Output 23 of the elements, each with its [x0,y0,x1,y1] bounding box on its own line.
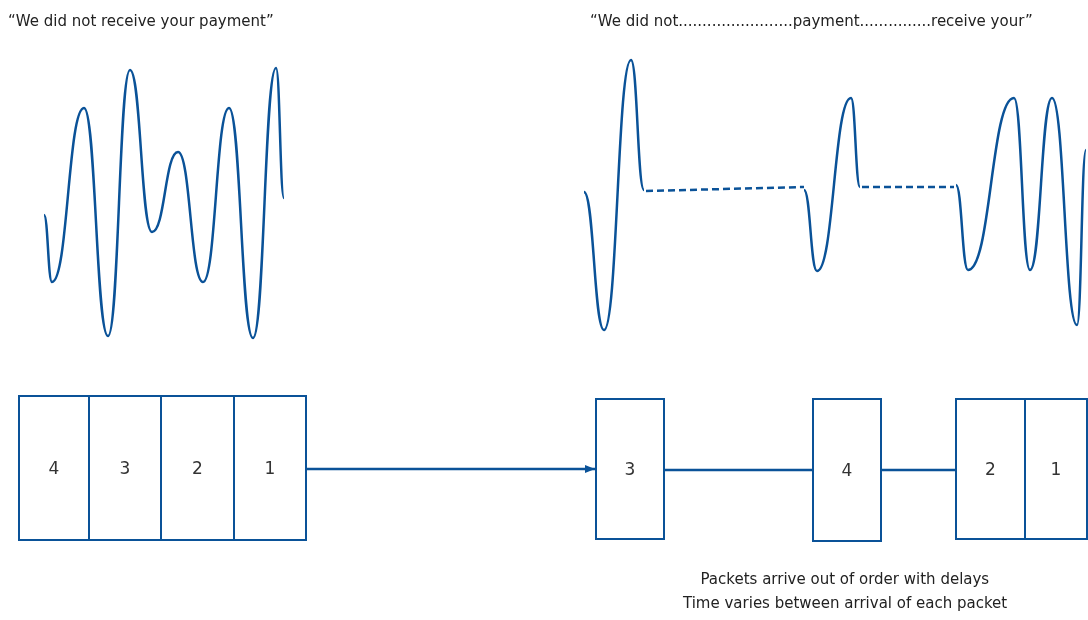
packet-number: 4 [48,458,60,478]
packet-number: 3 [119,458,131,478]
packet-number: 4 [841,460,853,480]
packet-box [955,398,1026,540]
packet-number: 1 [264,458,276,478]
packet-box [1024,398,1088,540]
packet-box [18,395,90,541]
caption-text: Packets arrive out of order with delays [700,570,990,588]
packet-number: 3 [624,459,636,479]
packet-box [595,398,665,540]
packet-number: 1 [1050,459,1062,479]
packet-number: 2 [192,458,203,478]
packet-box [812,398,882,542]
arrow [307,465,595,473]
connector-line [665,468,812,472]
caption-text: Time varies between arrival of each packet [683,594,1008,612]
packet-number: 2 [985,459,996,479]
packet-box [160,395,235,541]
packet-box [88,395,162,541]
quote-text: “We did not........................payment...............receive your” [590,12,1033,30]
connector-line [882,468,955,472]
packet-box [233,395,307,541]
quote-text: “We did not receive your payment” [8,12,274,30]
